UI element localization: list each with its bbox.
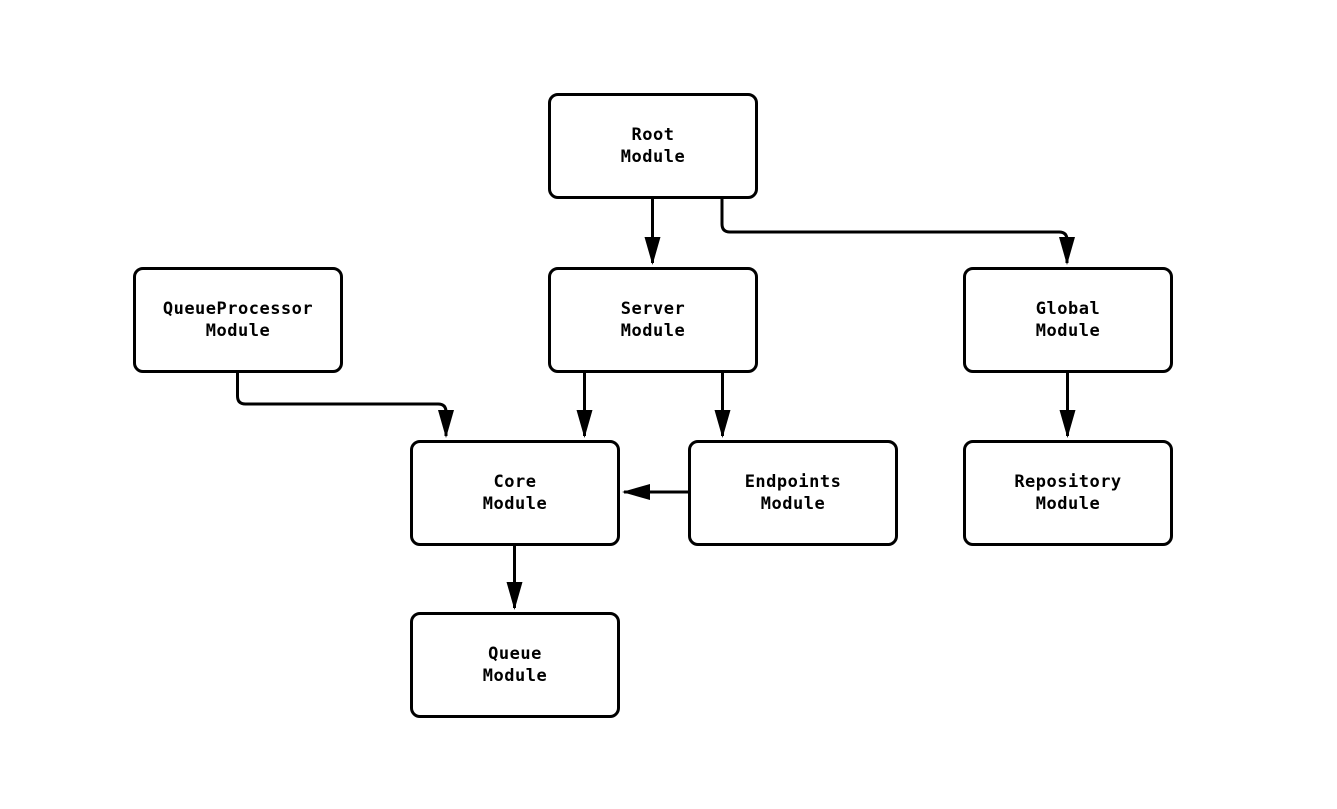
node-endpoints-module-suffix: Module [760,494,826,514]
node-queue-module-name: Queue [488,644,542,664]
node-core-module: Core Module [410,440,620,546]
node-core-module-name: Core [493,472,537,492]
node-repository-module-name: Repository [1014,472,1122,492]
node-queueprocessor-module-name: QueueProcessor [162,299,314,319]
node-root-module-name: Root [631,125,675,145]
node-queueprocessor-module: QueueProcessor Module [133,267,343,373]
node-core-module-suffix: Module [482,494,548,514]
edge-root-to-global [720,198,1075,265]
node-global-module-name: Global [1035,299,1101,319]
node-server-module: Server Module [548,267,758,373]
node-global-module-suffix: Module [1035,321,1101,341]
node-queue-module-suffix: Module [482,666,548,686]
node-repository-module-suffix: Module [1035,494,1101,514]
edge-queueprocessor-to-core [236,373,454,438]
node-server-module-name: Server [620,299,686,319]
node-queue-module: Queue Module [410,612,620,718]
node-queueprocessor-module-suffix: Module [205,321,271,341]
node-endpoints-module-name: Endpoints [744,472,842,492]
node-repository-module: Repository Module [963,440,1173,546]
node-global-module: Global Module [963,267,1173,373]
node-endpoints-module: Endpoints Module [688,440,898,546]
node-server-module-suffix: Module [620,321,686,341]
node-root-module-suffix: Module [620,147,686,167]
node-root-module: Root Module [548,93,758,199]
